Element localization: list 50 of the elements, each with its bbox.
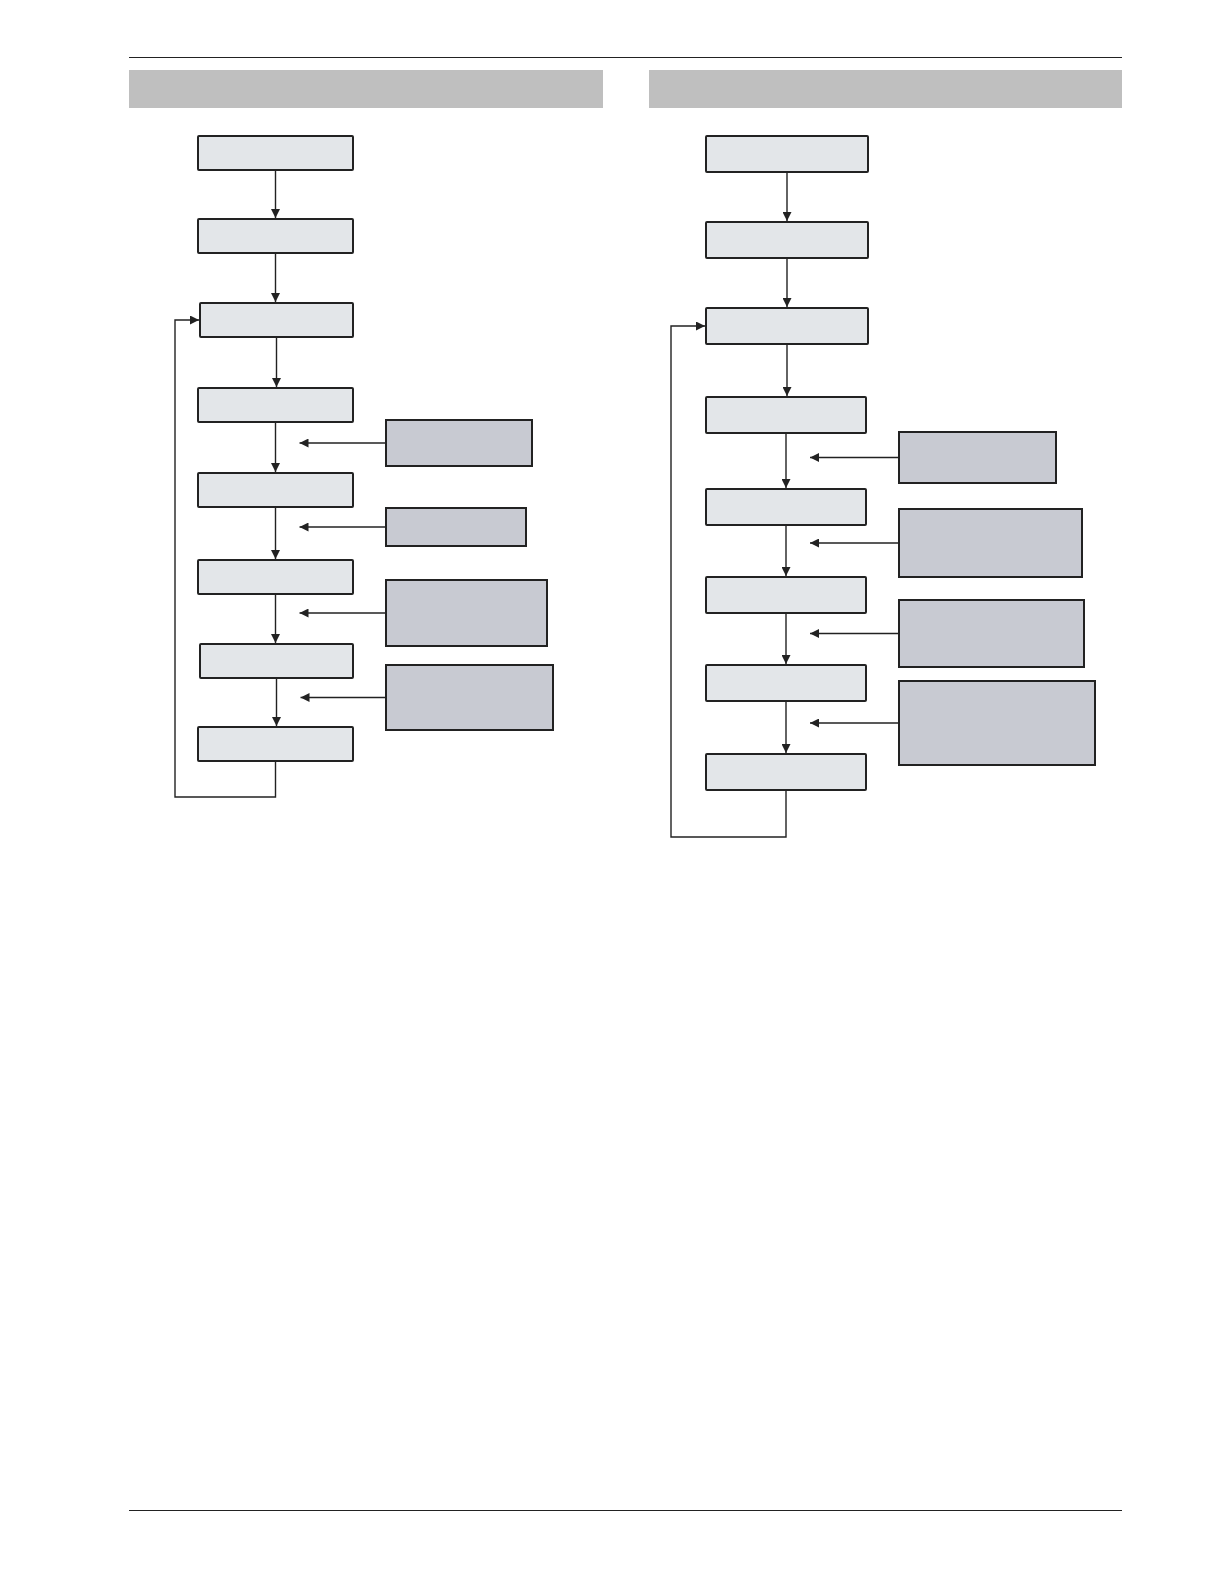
- note-box: [898, 508, 1083, 578]
- process-box: [199, 302, 354, 338]
- process-box: [705, 135, 869, 173]
- note-box: [898, 680, 1096, 766]
- note-box: [898, 431, 1057, 484]
- arrow: [271, 594, 280, 644]
- process-box: [199, 643, 354, 679]
- process-box: [705, 221, 869, 259]
- process-box: [197, 135, 354, 171]
- arrow: [298, 438, 386, 448]
- arrow: [299, 693, 386, 702]
- process-box: [705, 488, 867, 526]
- arrow: [809, 538, 899, 548]
- arrow: [781, 433, 791, 489]
- arrow: [272, 337, 281, 388]
- process-box: [705, 664, 867, 702]
- arrow: [781, 701, 791, 754]
- note-box: [385, 419, 533, 467]
- process-box: [705, 396, 867, 434]
- arrow: [781, 525, 791, 577]
- arrow: [271, 170, 280, 219]
- arrow: [271, 422, 280, 473]
- arrow: [272, 678, 281, 727]
- process-box: [705, 307, 869, 345]
- arrow: [781, 613, 791, 665]
- arrow: [809, 629, 899, 638]
- header-bar: [129, 70, 603, 108]
- process-box: [197, 472, 354, 508]
- arrow: [809, 718, 899, 728]
- arrow: [298, 522, 386, 532]
- process-box: [197, 726, 354, 762]
- arrow: [782, 344, 792, 397]
- note-box: [898, 599, 1085, 668]
- arrow: [670, 321, 787, 838]
- arrow: [782, 172, 792, 222]
- header-bar: [649, 70, 1122, 108]
- arrow: [809, 453, 899, 462]
- note-box: [385, 579, 548, 647]
- arrow: [298, 608, 386, 618]
- process-box: [705, 576, 867, 614]
- note-box: [385, 664, 554, 731]
- process-box: [197, 218, 354, 254]
- arrow: [271, 507, 280, 560]
- arrow: [782, 258, 792, 308]
- process-box: [705, 753, 867, 791]
- arrow: [271, 253, 280, 303]
- note-box: [385, 507, 527, 547]
- process-box: [197, 387, 354, 423]
- process-box: [197, 559, 354, 595]
- arrow: [174, 315, 277, 798]
